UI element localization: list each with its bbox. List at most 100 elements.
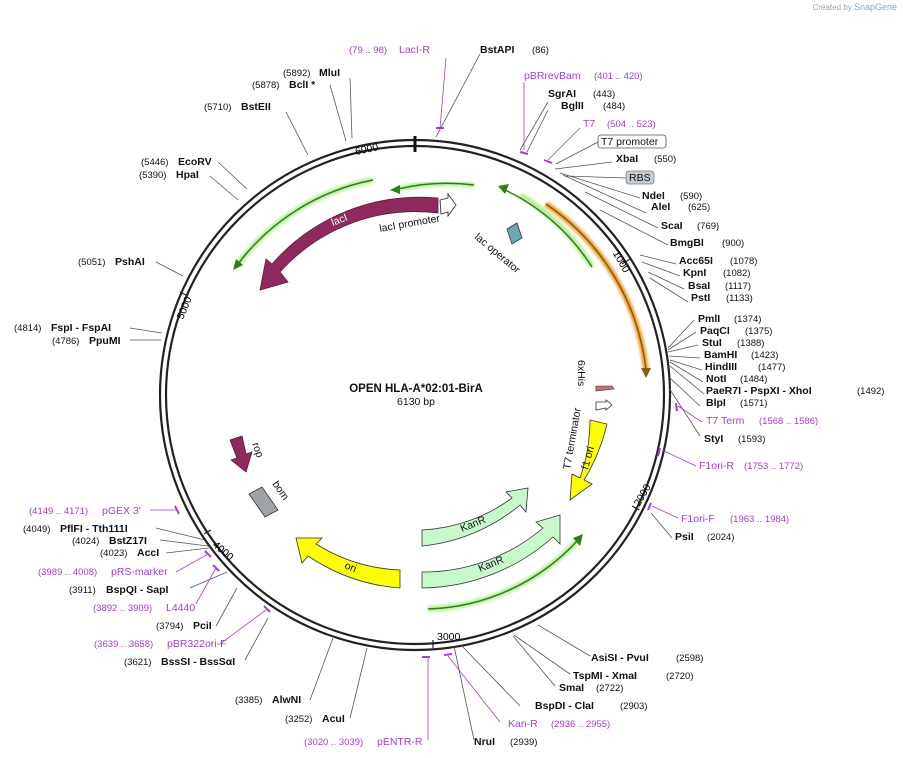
enzyme-pflfi-tth111i[interactable]: PflFI - Tth111I xyxy=(60,523,128,535)
svg-text:(3252): (3252) xyxy=(285,714,312,725)
his-tag-label: 6xHis xyxy=(575,360,587,386)
enzyme-psti[interactable]: PstI xyxy=(691,292,710,304)
enzyme-bstz17i[interactable]: BstZ17I xyxy=(109,535,147,547)
promoter-arrow-top xyxy=(504,189,593,268)
svg-text:(2024): (2024) xyxy=(707,532,734,543)
enzyme-mlui[interactable]: MluI xyxy=(319,67,340,79)
primer-t7[interactable]: T7 xyxy=(583,118,595,130)
svg-text:(590): (590) xyxy=(680,191,702,202)
svg-text:(5710): (5710) xyxy=(204,102,231,113)
svg-text:(1477): (1477) xyxy=(758,362,785,373)
svg-text:(1388): (1388) xyxy=(737,338,764,349)
enzyme-acci[interactable]: AccI xyxy=(137,547,159,559)
primer-pentr-r[interactable]: pENTR-R xyxy=(377,736,423,748)
enzyme-blpi[interactable]: BlpI xyxy=(706,397,726,409)
kanr-gene-2[interactable] xyxy=(421,514,561,589)
enzyme-bmgbi[interactable]: BmgBI xyxy=(670,237,704,249)
enzyme-bamhi[interactable]: BamHI xyxy=(704,349,737,361)
svg-text:(5390): (5390) xyxy=(139,170,166,181)
ori-feature[interactable] xyxy=(295,537,401,589)
enzyme-ndei[interactable]: NdeI xyxy=(642,190,665,202)
enzyme-paer7i-pspxi-xhoi[interactable]: PaeR7I - PspXI - XhoI xyxy=(706,385,812,397)
enzyme-sgrai[interactable]: SgrAI xyxy=(548,88,576,100)
his-tag[interactable] xyxy=(595,385,615,392)
enzyme-fspi-fspai[interactable]: FspI - FspAI xyxy=(51,322,111,334)
enzyme-bsai[interactable]: BsaI xyxy=(688,280,710,292)
enzyme-bglii[interactable]: BglII xyxy=(561,100,584,112)
ruler-tick-5000 xyxy=(179,291,189,297)
rop-gene[interactable] xyxy=(229,435,253,473)
enzyme-ecorv[interactable]: EcoRV xyxy=(178,156,212,168)
enzyme-kpni[interactable]: KpnI xyxy=(683,267,706,279)
svg-text:(1593): (1593) xyxy=(738,434,765,445)
enzyme-acui[interactable]: AcuI xyxy=(322,713,345,725)
enzyme-bsssi-bsssai[interactable]: BssSI - BssSαI xyxy=(161,656,235,668)
enzyme-alwni[interactable]: AlwNI xyxy=(272,694,301,706)
enzyme-alei[interactable]: AleI xyxy=(651,201,670,213)
enzyme-bsteii[interactable]: BstEII xyxy=(241,101,271,113)
enzyme-paqci[interactable]: PaqCI xyxy=(700,325,730,337)
ruler-label-6000: 6000 xyxy=(354,141,379,158)
svg-text:(4023): (4023) xyxy=(100,548,127,559)
primer-l4440[interactable]: L4440 xyxy=(166,602,195,614)
svg-text:(504 .. 523): (504 .. 523) xyxy=(607,119,656,130)
primer-t7-term[interactable]: T7 Term xyxy=(706,415,745,427)
svg-text:(401 .. 420): (401 .. 420) xyxy=(594,71,643,82)
primer-laci-r[interactable]: LacI-R xyxy=(399,44,430,56)
enzyme-hindiii[interactable]: HindIII xyxy=(705,361,737,373)
svg-text:(769): (769) xyxy=(697,221,719,232)
primer-pbrrevbam[interactable]: pBRrevBam xyxy=(524,70,581,82)
enzyme-pshai[interactable]: PshAI xyxy=(115,256,145,268)
enzyme-ppumi[interactable]: PpuMI xyxy=(89,335,121,347)
enzyme-asisi-pvui[interactable]: AsiSI - PvuI xyxy=(591,652,649,664)
svg-text:(3020 .. 3039): (3020 .. 3039) xyxy=(304,737,363,748)
bom-feature[interactable] xyxy=(248,486,279,518)
enzyme-scai[interactable]: ScaI xyxy=(661,220,683,232)
enzyme-bspqi-sapi[interactable]: BspQI - SapI xyxy=(106,584,169,596)
enzyme-smai[interactable]: SmaI xyxy=(559,682,584,694)
rbs-box[interactable] xyxy=(625,170,655,185)
enzyme-pcii[interactable]: PciI xyxy=(193,620,212,632)
t7-terminator[interactable] xyxy=(595,399,613,411)
lac-operator[interactable] xyxy=(506,222,523,245)
primer-pbr322ori-f[interactable]: pBR322ori-F xyxy=(167,638,227,650)
ruler-label-4000: 4000 xyxy=(210,539,236,563)
t7-promoter-box[interactable] xyxy=(597,134,667,149)
svg-text:(79 .. 98): (79 .. 98) xyxy=(349,45,387,56)
enzyme-stui[interactable]: StuI xyxy=(702,337,722,349)
enzyme-acc65i[interactable]: Acc65I xyxy=(679,255,713,267)
primer-leader-lines xyxy=(150,57,703,740)
laci-promoter[interactable] xyxy=(439,192,457,218)
primer-f1ori-r[interactable]: F1ori-R xyxy=(699,460,734,472)
svg-text:(4024): (4024) xyxy=(72,536,99,547)
svg-text:(5051): (5051) xyxy=(78,257,105,268)
enzyme-styi[interactable]: StyI xyxy=(704,433,723,445)
svg-text:(3794): (3794) xyxy=(156,621,183,632)
svg-text:(1374): (1374) xyxy=(734,314,761,325)
enzyme-noti[interactable]: NotI xyxy=(706,373,726,385)
enzyme-bspdi-clai[interactable]: BspDI - ClaI xyxy=(535,700,594,712)
enzyme-psii[interactable]: PsiI xyxy=(675,531,694,543)
svg-text:(5892): (5892) xyxy=(283,68,310,79)
svg-text:(1375): (1375) xyxy=(745,326,772,337)
primer-kan-r[interactable]: Kan-R xyxy=(508,718,538,730)
primer-f1ori-f[interactable]: F1ori-F xyxy=(681,513,715,525)
enzyme-hpai[interactable]: HpaI xyxy=(176,169,199,181)
enzyme-nrui[interactable]: NruI xyxy=(474,736,495,748)
svg-text:(1082): (1082) xyxy=(723,268,750,279)
enzyme-bstapi[interactable]: BstAPI xyxy=(480,44,515,56)
f1-ori[interactable] xyxy=(569,419,608,501)
enzyme-tspmi-xmai[interactable]: TspMI - XmaI xyxy=(573,670,637,682)
enzyme-xbai[interactable]: XbaI xyxy=(616,153,638,165)
laci-gene[interactable] xyxy=(259,196,439,291)
enzyme-pmli[interactable]: PmlI xyxy=(698,313,720,325)
svg-text:(3385): (3385) xyxy=(235,695,262,706)
cds-orange-arrow xyxy=(545,203,647,371)
enzyme-labels: BstAPI (86) SgrAI (443) BglII (484) XbaI… xyxy=(14,44,884,748)
primer-prs-marker[interactable]: pRS-marker xyxy=(111,566,168,578)
svg-text:(550): (550) xyxy=(654,154,676,165)
primer-pgex-3[interactable]: pGEX 3' xyxy=(102,505,141,517)
enzyme-bcli[interactable]: BclI * xyxy=(289,79,316,91)
ruler-tick-4000 xyxy=(203,529,212,535)
kanr-gene-1[interactable] xyxy=(421,487,529,547)
